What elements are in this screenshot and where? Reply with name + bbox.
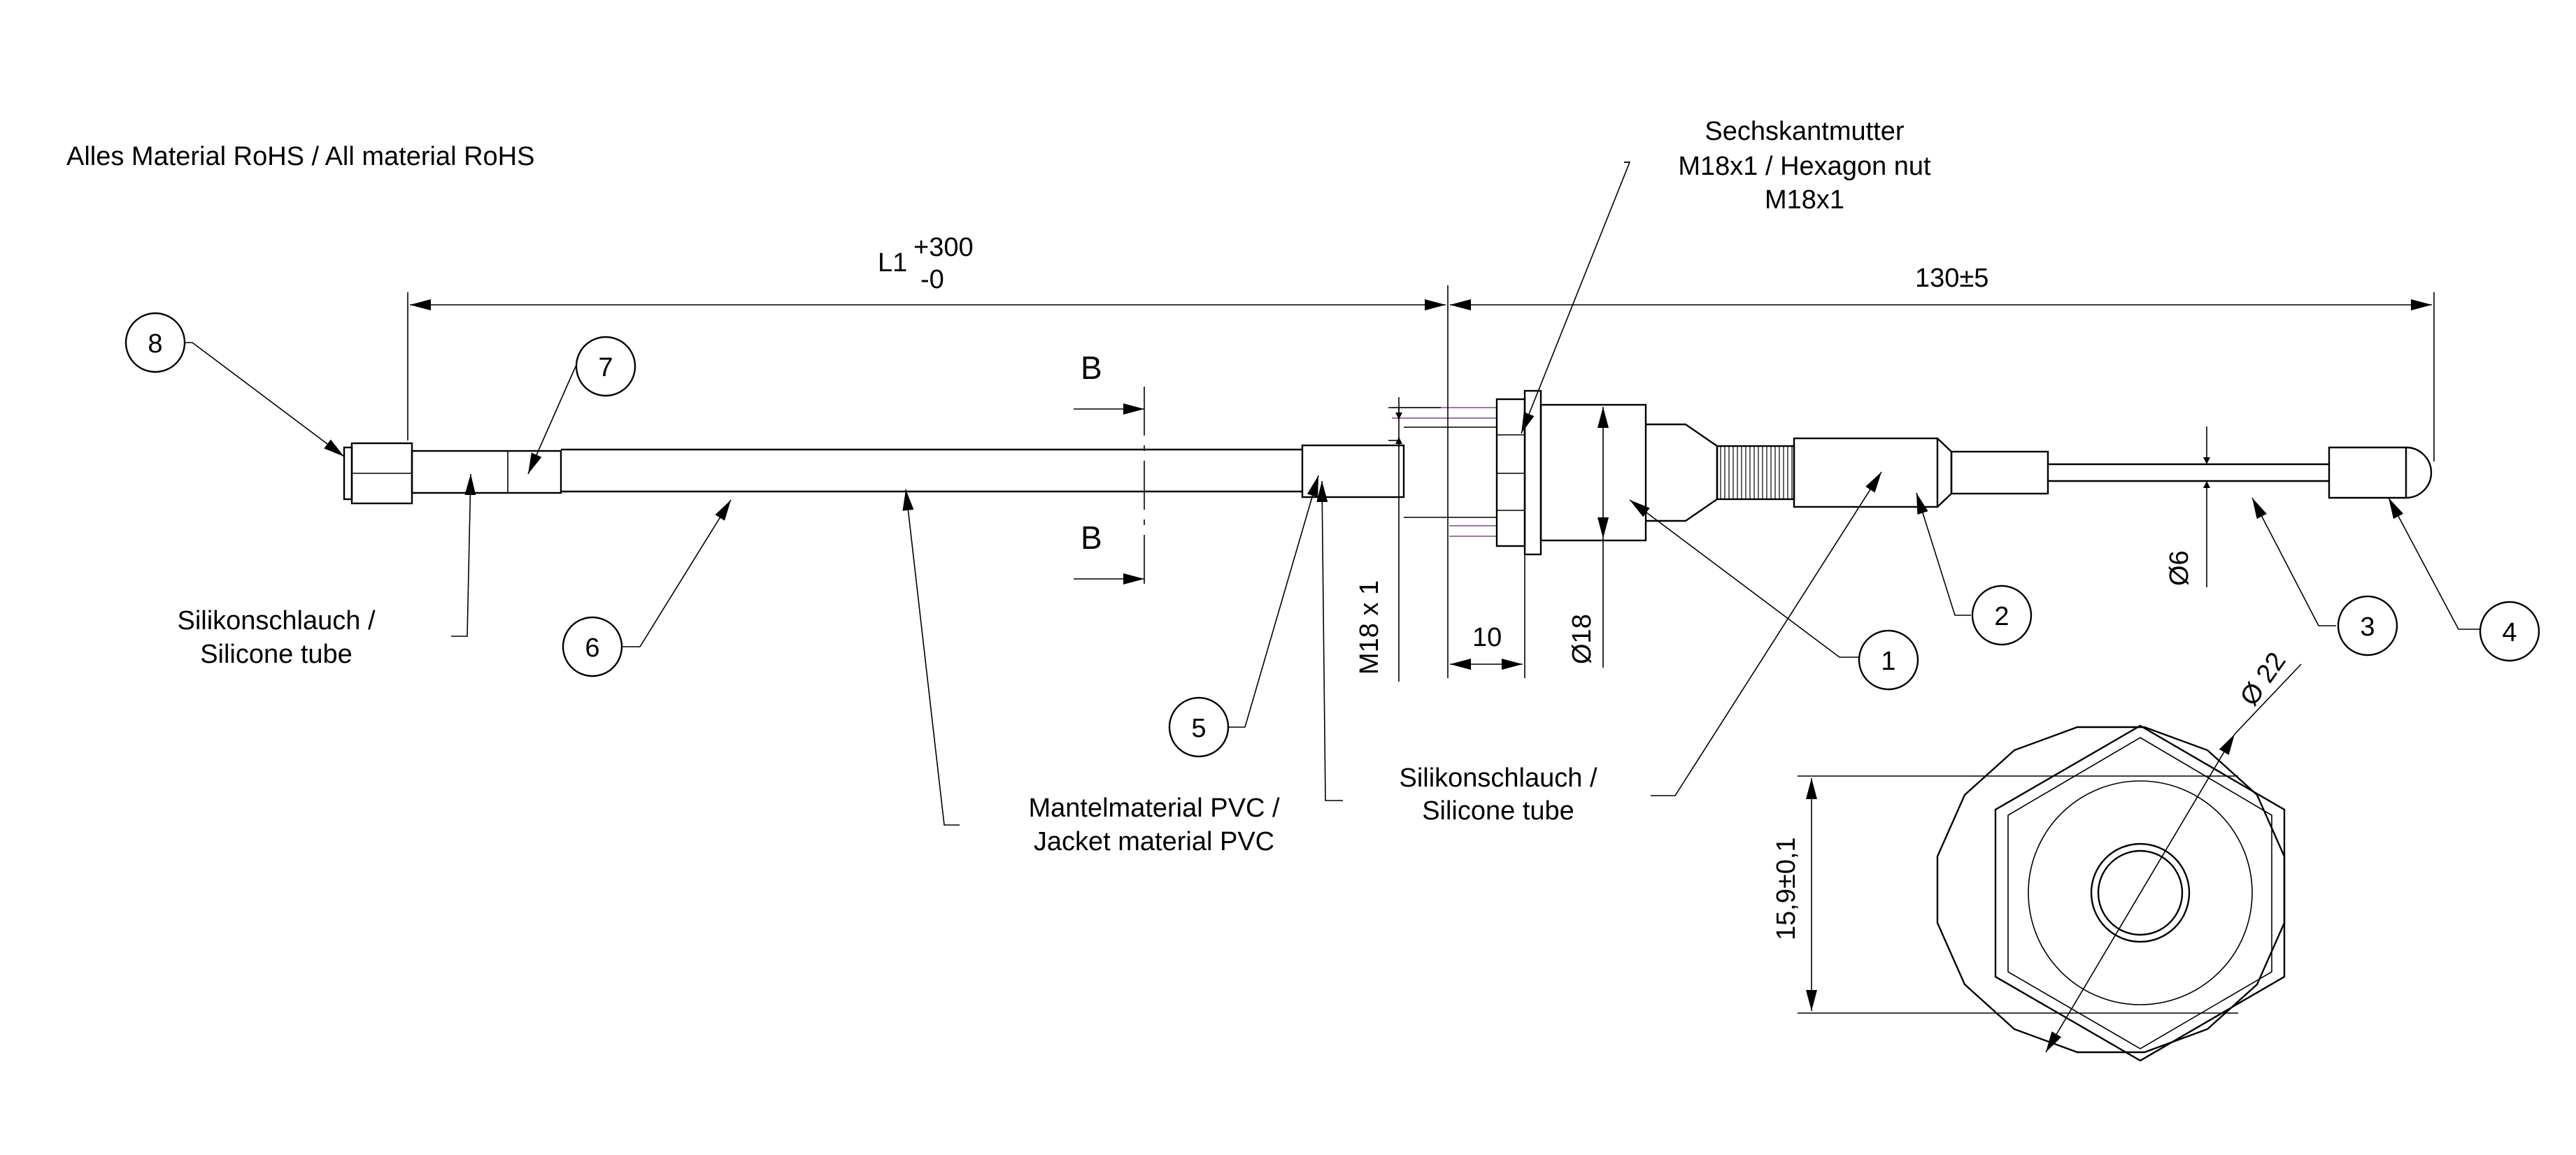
flange bbox=[1523, 389, 1542, 556]
l1-upper-tol: +300 bbox=[913, 233, 974, 262]
svg-text:3: 3 bbox=[2360, 612, 2375, 642]
sensor-body bbox=[1539, 403, 1647, 542]
rohs-note: Alles Material RoHS / All material RoHS bbox=[66, 142, 534, 171]
section-label-top: B bbox=[1081, 350, 1102, 386]
balloons: 8 7 6 5 1 2 3 4 bbox=[124, 312, 2540, 758]
outer-dia-label: Ø 22 bbox=[2235, 647, 2292, 712]
svg-text:1: 1 bbox=[1881, 647, 1895, 676]
knurl-lines bbox=[1720, 446, 1793, 499]
thread-label: M18 x 1 bbox=[1355, 580, 1384, 675]
balloon-8: 8 bbox=[124, 312, 186, 373]
svg-text:8: 8 bbox=[148, 329, 162, 359]
section-marker: B B bbox=[1074, 350, 1145, 591]
probe-length-label: 130±5 bbox=[1915, 264, 1988, 293]
thread-length-label: 10 bbox=[1472, 623, 1502, 652]
cable-sleeve bbox=[1301, 444, 1405, 498]
balloon-6: 6 bbox=[562, 616, 623, 677]
balloon-4: 4 bbox=[2479, 601, 2540, 662]
jacket-text-2: Jacket material PVC bbox=[1034, 827, 1274, 856]
tip-dia-label: Ø6 bbox=[2165, 550, 2194, 586]
leaders: Sechskantmutter M18x1 / Hexagon nut M18x… bbox=[177, 117, 2479, 856]
balloon-1: 1 bbox=[1858, 629, 1919, 691]
svg-text:5: 5 bbox=[1191, 714, 1206, 743]
probe-body bbox=[1793, 437, 1939, 508]
balloon-5: 5 bbox=[1168, 696, 1230, 758]
l1-label: L1 bbox=[878, 248, 907, 278]
svg-text:4: 4 bbox=[2502, 618, 2517, 647]
outer-dia-dim-line bbox=[2045, 733, 2235, 1053]
dimensions: L1 +300 -0 130±5 M18 x 1 10 Ø18 Ø6 bbox=[407, 233, 2435, 682]
left-silicone-tube bbox=[411, 450, 562, 494]
hex-nut-text-1: Sechskantmutter bbox=[1705, 117, 1904, 146]
hex-nut-text-3: M18x1 bbox=[1765, 185, 1844, 215]
end-view: 15,9±0,1 Ø 22 bbox=[1772, 647, 2302, 1062]
balloon-2: 2 bbox=[1971, 584, 2033, 646]
jacket-text-1: Mantelmaterial PVC / bbox=[1028, 794, 1279, 823]
svg-text:7: 7 bbox=[598, 353, 613, 382]
silicone-right-text-1: Silikonschlauch / bbox=[1399, 763, 1597, 793]
balloon-7: 7 bbox=[575, 336, 636, 397]
body-dia-label: Ø18 bbox=[1567, 614, 1597, 664]
section-label-bottom: B bbox=[1081, 519, 1102, 556]
balloon-3: 3 bbox=[2337, 595, 2398, 657]
svg-text:6: 6 bbox=[585, 633, 599, 663]
sensor-assembly bbox=[343, 389, 2433, 556]
svg-text:2: 2 bbox=[1994, 602, 2009, 631]
l1-lower-tol: -0 bbox=[920, 265, 944, 294]
probe-tip bbox=[2328, 446, 2433, 499]
silicone-left-text-1: Silikonschlauch / bbox=[177, 606, 375, 636]
hex-nut-text-2: M18x1 / Hexagon nut bbox=[1678, 152, 1931, 181]
hex-outline bbox=[1994, 724, 2286, 1062]
silicone-right-text-2: Silicone tube bbox=[1422, 796, 1574, 826]
hex-nut bbox=[1495, 398, 1526, 547]
silicone-left-text-2: Silicone tube bbox=[200, 640, 353, 669]
across-flats-label: 15,9±0,1 bbox=[1772, 837, 1801, 940]
